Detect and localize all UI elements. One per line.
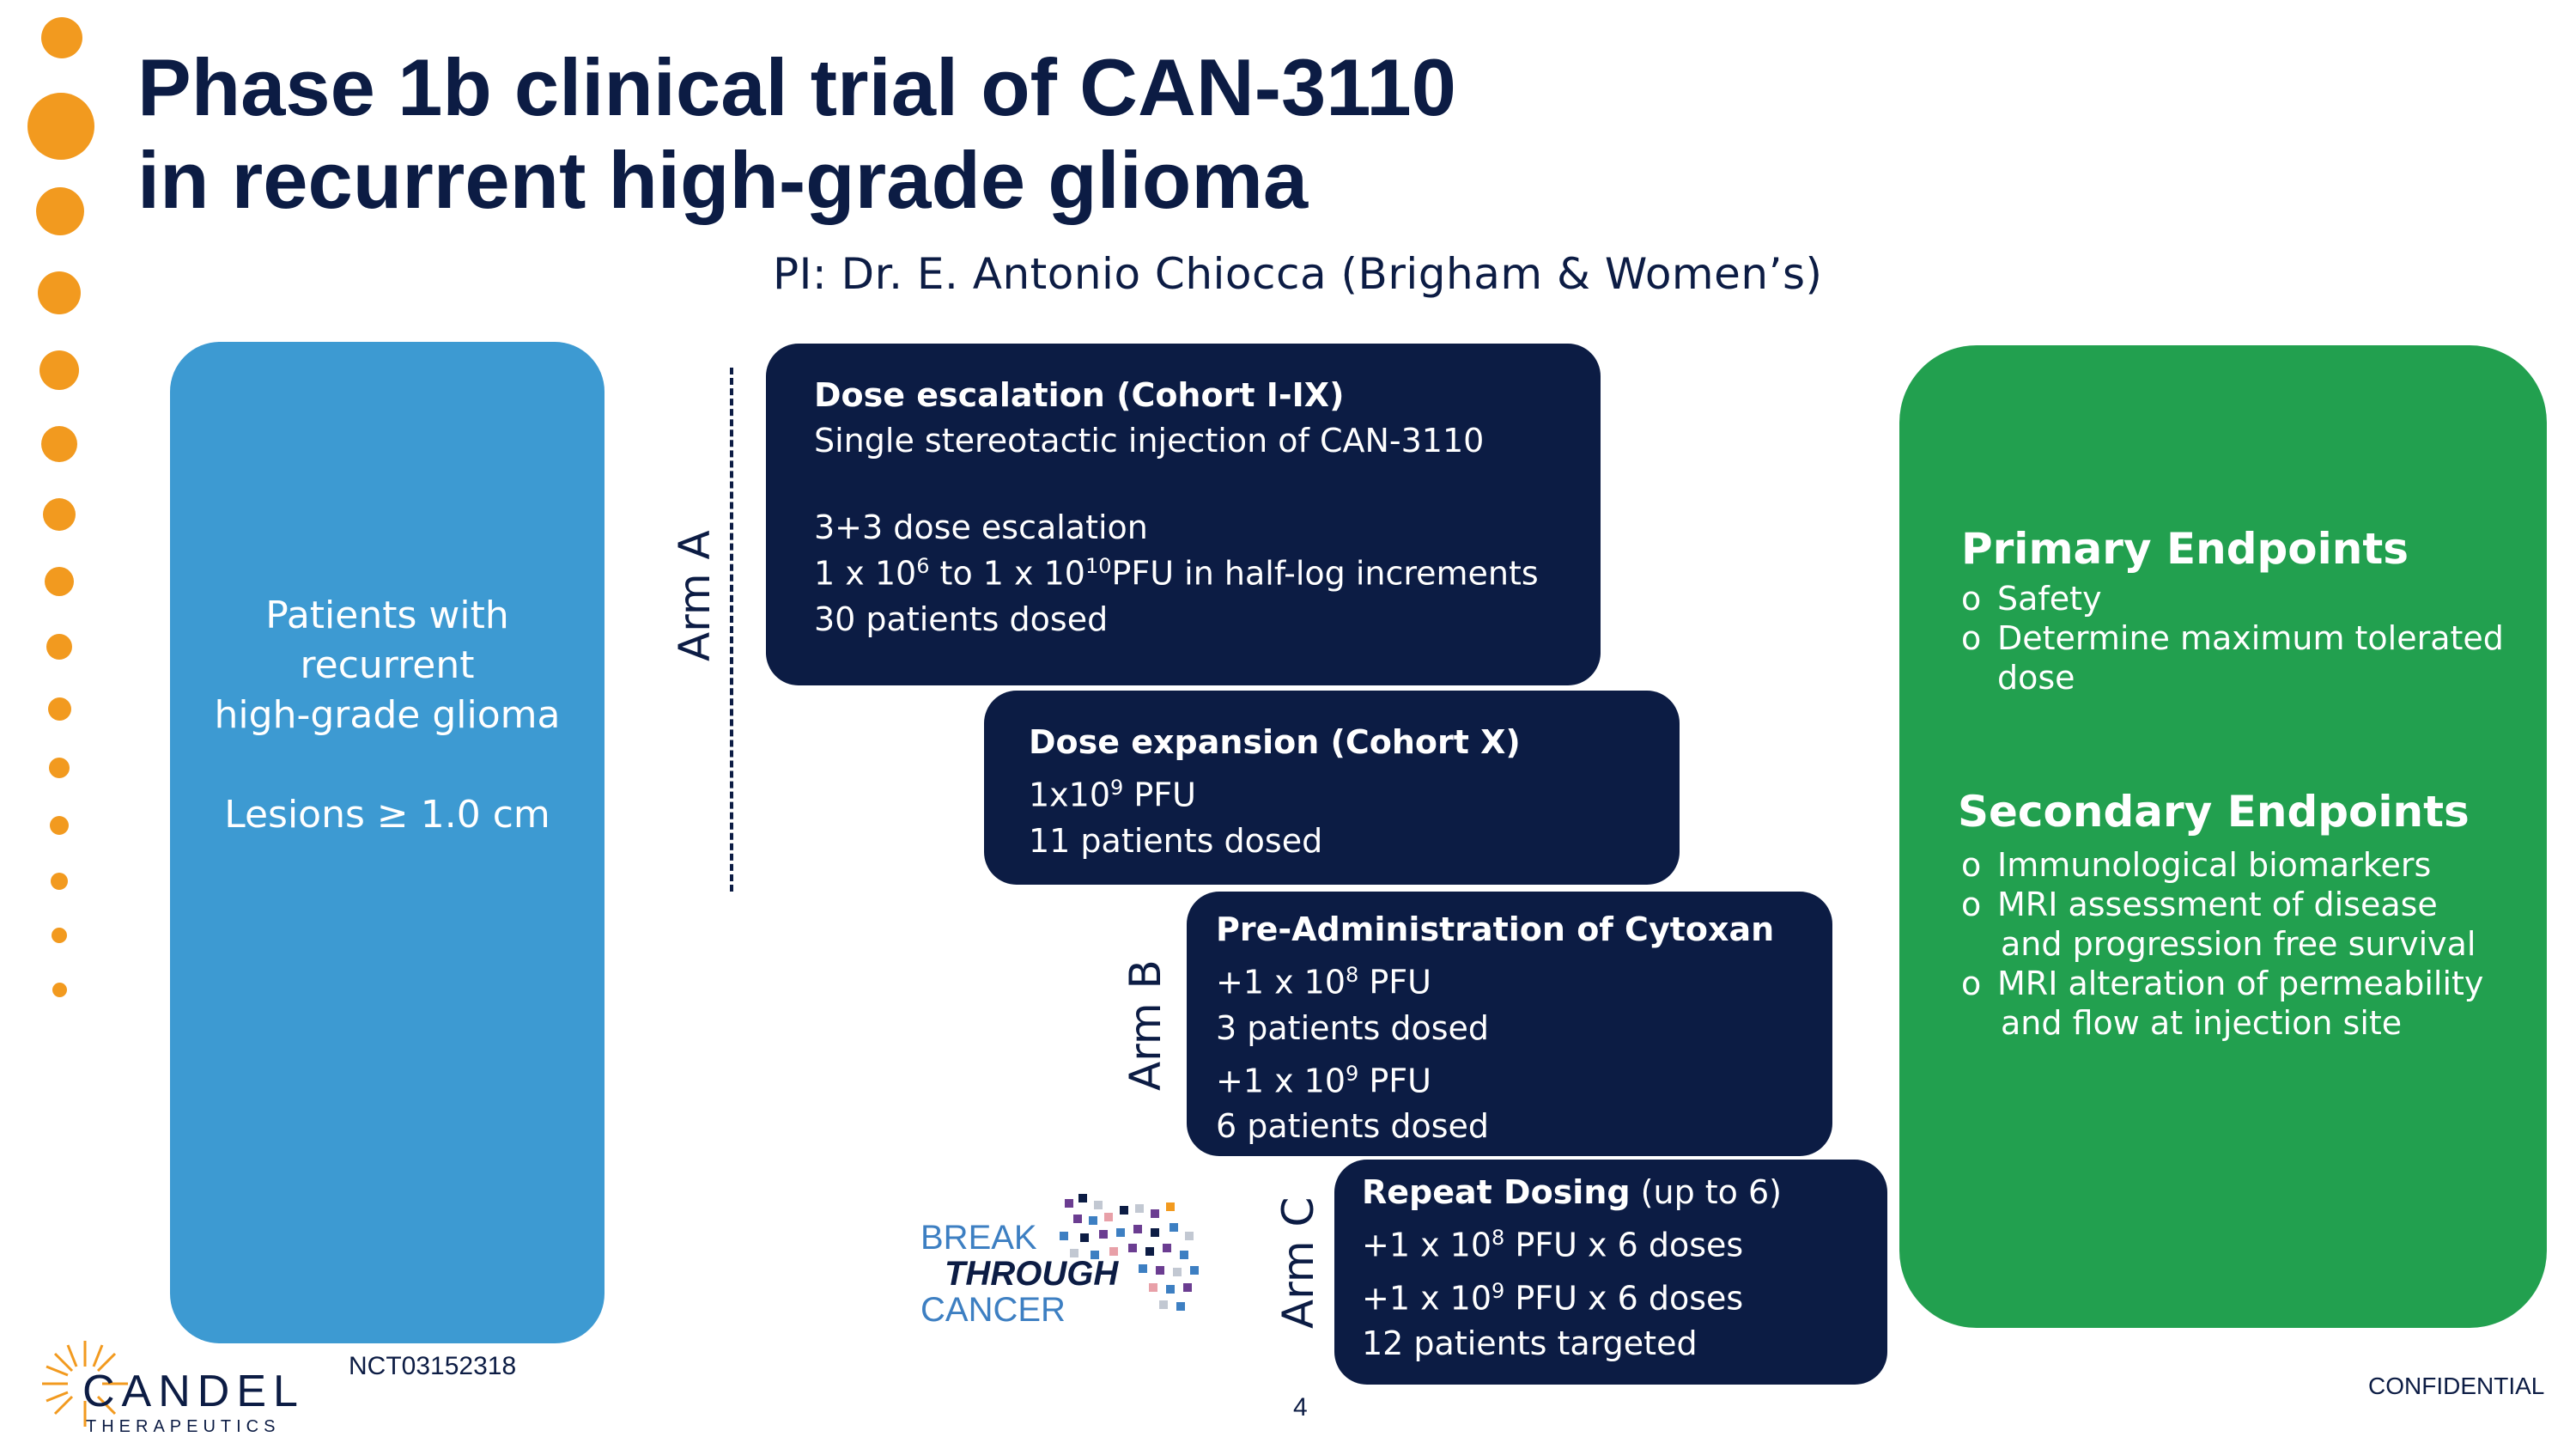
dose-escalation-line-3: 1 x 106 to 1 x 1010PFU in half-log incre… — [814, 554, 1539, 593]
dot — [36, 187, 84, 235]
arm-b-label: Arm B — [1121, 959, 1170, 1091]
page-number: 4 — [1293, 1393, 1308, 1422]
pi-subtitle: PI: Dr. E. Antonio Chiocca (Brigham & Wo… — [773, 249, 1823, 299]
pre-admin-heading: Pre-Administration of Cytoxan — [1216, 910, 1775, 948]
pre-admin-line-4: 6 patients dosed — [1216, 1107, 1490, 1146]
dose-escalation-line-1: Single stereotactic injection of CAN-311… — [814, 422, 1485, 460]
dose-expansion-line-2: 11 patients dosed — [1029, 821, 1323, 860]
repeat-dosing-line-1: +1 x 108 PFU x 6 doses — [1362, 1226, 1744, 1264]
candel-subtitle: THERAPEUTICS — [86, 1417, 281, 1436]
dose-escalation-line-2: 3+3 dose escalation — [814, 508, 1148, 546]
page-title: Phase 1b clinical trial of CAN-3110 in r… — [137, 41, 1456, 227]
pre-administration-box: Pre-Administration of Cytoxan +1 x 108 P… — [1187, 892, 1832, 1156]
dose-escalation-line-4: 30 patients dosed — [814, 600, 1109, 638]
dot — [27, 93, 94, 160]
dot — [46, 634, 72, 660]
dot — [52, 928, 67, 943]
patients-line-2: recurrent — [300, 643, 475, 687]
title-line-2: in recurrent high-grade glioma — [137, 135, 1309, 225]
dose-expansion-box: Dose expansion (Cohort X) 1x109 PFU 11 p… — [984, 691, 1680, 885]
dot — [38, 271, 81, 314]
btc-pixel-mark-icon — [1060, 1194, 1199, 1311]
sunburst-icon — [42, 1341, 128, 1427]
repeat-dosing-heading: Repeat Dosing (up to 6) — [1362, 1173, 1783, 1211]
dot — [45, 567, 74, 596]
patients-line-3: high-grade glioma — [214, 693, 561, 737]
dose-escalation-heading: Dose escalation (Cohort I-IX) — [814, 376, 1345, 414]
primary-endpoint-item-cont: dose — [1997, 659, 2075, 697]
dot — [52, 983, 67, 997]
confidential-label: CONFIDENTIAL — [2368, 1373, 2545, 1399]
dot — [41, 17, 82, 58]
btc-line-3: CANCER — [920, 1291, 1066, 1329]
btc-line-1: BREAK — [920, 1219, 1037, 1257]
dot — [43, 498, 76, 531]
arm-a-label: Arm A — [670, 530, 720, 661]
pre-admin-line-2: 3 patients dosed — [1216, 1008, 1490, 1047]
dose-expansion-heading: Dose expansion (Cohort X) — [1029, 723, 1521, 761]
repeat-dosing-line-2: +1 x 109 PFU x 6 doses — [1362, 1278, 1744, 1318]
candel-name: CANDEL — [82, 1367, 305, 1416]
patients-line-1: Patients with — [265, 594, 509, 637]
nct-number: NCT03152318 — [349, 1352, 517, 1380]
dose-expansion-line-1: 1x109 PFU — [1029, 776, 1196, 814]
pre-admin-line-3: +1 x 109 PFU — [1216, 1061, 1431, 1100]
primary-endpoints-heading: Primary Endpoints — [1961, 524, 2409, 574]
arm-a-divider — [730, 368, 733, 892]
patients-box: Patients with recurrent high-grade gliom… — [170, 342, 605, 1343]
repeat-dosing-line-3: 12 patients targeted — [1362, 1324, 1698, 1363]
dose-escalation-box: Dose escalation (Cohort I-IX) Single ste… — [766, 344, 1601, 685]
title-line-1: Phase 1b clinical trial of CAN-3110 — [137, 42, 1456, 132]
dot — [49, 758, 70, 778]
secondary-endpoint-item-cont: and progression free survival — [2001, 925, 2476, 963]
arm-c-label: Arm C — [1273, 1196, 1323, 1329]
dot — [39, 350, 79, 390]
dot — [41, 426, 77, 462]
secondary-endpoint-item-cont: and flow at injection site — [2001, 1004, 2403, 1042]
secondary-endpoints-heading: Secondary Endpoints — [1958, 787, 2470, 837]
dot — [48, 697, 71, 721]
btc-line-2: THROUGH — [945, 1255, 1119, 1293]
dot — [50, 816, 69, 835]
dot — [51, 873, 68, 890]
repeat-dosing-box: Repeat Dosing (up to 6) +1 x 108 PFU x 6… — [1334, 1160, 1887, 1385]
pre-admin-line-1: +1 x 108 PFU — [1216, 963, 1431, 1002]
patients-line-4: Lesions ≥ 1.0 cm — [224, 793, 550, 837]
